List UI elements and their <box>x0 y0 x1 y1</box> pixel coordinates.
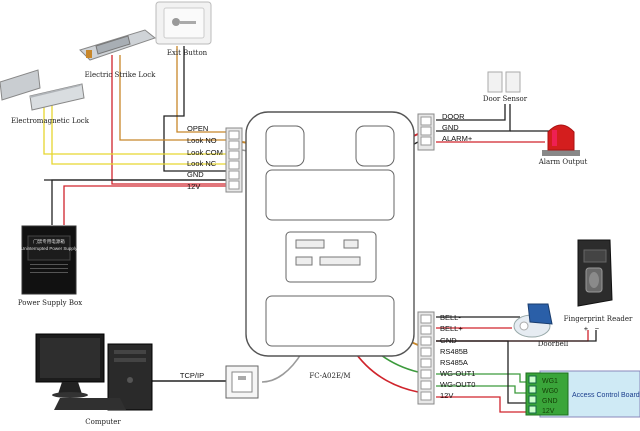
term-bell-plus: BELL+ <box>440 324 463 333</box>
power-supply-box-device: 门禁专用电源箱 Uninterrupted Power Supply <box>21 225 78 295</box>
right-bottom-terminal-labels: BELL- BELL+ GND RS485B RS485A WG-OUT1 WG… <box>440 313 475 400</box>
wire-maglock-nc <box>51 103 226 165</box>
fingerprint-minus: − <box>595 324 600 333</box>
alarm-device <box>542 124 580 156</box>
access-control-board-device <box>525 370 640 418</box>
doorbell-label: Doorbell <box>538 340 569 348</box>
power-supply-box-label: Power Supply Box <box>18 299 82 307</box>
network-port-icon <box>225 365 259 399</box>
controller-device <box>245 111 415 357</box>
exit-button-device <box>155 1 212 45</box>
wire-board-gnd <box>436 340 540 404</box>
psu-subtitle: Uninterrupted Power Supply <box>21 246 78 251</box>
access-control-board-label: Access Control Board <box>572 392 640 399</box>
alarm-output-label: Alarm Output <box>538 158 588 166</box>
computer-device <box>35 333 153 411</box>
computer-label: Computer <box>85 418 121 426</box>
left-terminal-labels: OPEN Look NO Look COM Look NC GND 12V <box>187 124 223 191</box>
term-gnd-2: GND <box>440 336 457 345</box>
term-bell-minus: BELL- <box>440 313 461 322</box>
term-12v: 12V <box>187 182 200 191</box>
door-sensor-label: Door Sensor <box>483 95 528 103</box>
electric-strike-lock-label: Electric Strike Lock <box>85 71 157 79</box>
fingerprint-reader-label: Fingerprint Reader <box>564 315 633 323</box>
term-lock-nc: Look NC <box>187 159 217 168</box>
term-lock-no: Look NO <box>187 136 217 145</box>
electromagnetic-lock-label: Electromagnetic Lock <box>11 117 90 125</box>
wire-exit-open <box>176 46 226 133</box>
tcp-ip-label: TCP/IP <box>180 371 204 380</box>
right-bottom-terminal-block <box>417 311 435 405</box>
wire-strike-com <box>111 55 226 185</box>
wire-strike-no <box>119 55 226 141</box>
pin-gnd: GND <box>542 398 558 405</box>
term-12v-2: 12V <box>440 391 453 400</box>
controller-model-label: FC-A02E/M <box>309 372 350 380</box>
fingerprint-reader-device <box>577 239 613 307</box>
right-top-terminal-block <box>417 113 435 151</box>
board-pin-labels: WG1 WG0 GND 12V <box>542 378 558 415</box>
doorbell-device <box>513 303 553 338</box>
term-wg-out1: WG-OUT1 <box>440 369 475 378</box>
wire-exit-gnd <box>163 46 226 172</box>
wire-board-12v <box>436 396 540 413</box>
wire-maglock-com <box>43 103 226 155</box>
electromagnetic-lock-device <box>0 69 85 111</box>
term-alarm: ALARM+ <box>442 134 473 143</box>
right-top-terminal-labels: DOOR GND ALARM+ <box>442 112 473 143</box>
pin-wg1: WG1 <box>542 378 558 385</box>
term-gnd: GND <box>187 170 204 179</box>
term-door-gnd: GND <box>442 123 459 132</box>
pin-wg0: WG0 <box>542 388 558 395</box>
term-open: OPEN <box>187 124 208 133</box>
door-sensor-device <box>487 71 521 93</box>
term-lock-com: Look COM <box>187 148 223 157</box>
term-door: DOOR <box>442 112 465 121</box>
pin-12v: 12V <box>542 408 555 415</box>
fingerprint-plus: + <box>584 324 589 333</box>
term-wg-out0: WG-OUT0 <box>440 380 475 389</box>
psu-title: 门禁专用电源箱 <box>33 238 65 245</box>
exit-button-label: Exit Button <box>167 49 208 57</box>
wire-door <box>436 104 506 121</box>
term-rs485b: RS485B <box>440 347 468 356</box>
term-rs485a: RS485A <box>440 358 468 367</box>
wire-psu-12v <box>63 185 226 225</box>
electric-strike-lock-device <box>79 29 157 61</box>
left-terminal-block <box>225 127 243 193</box>
